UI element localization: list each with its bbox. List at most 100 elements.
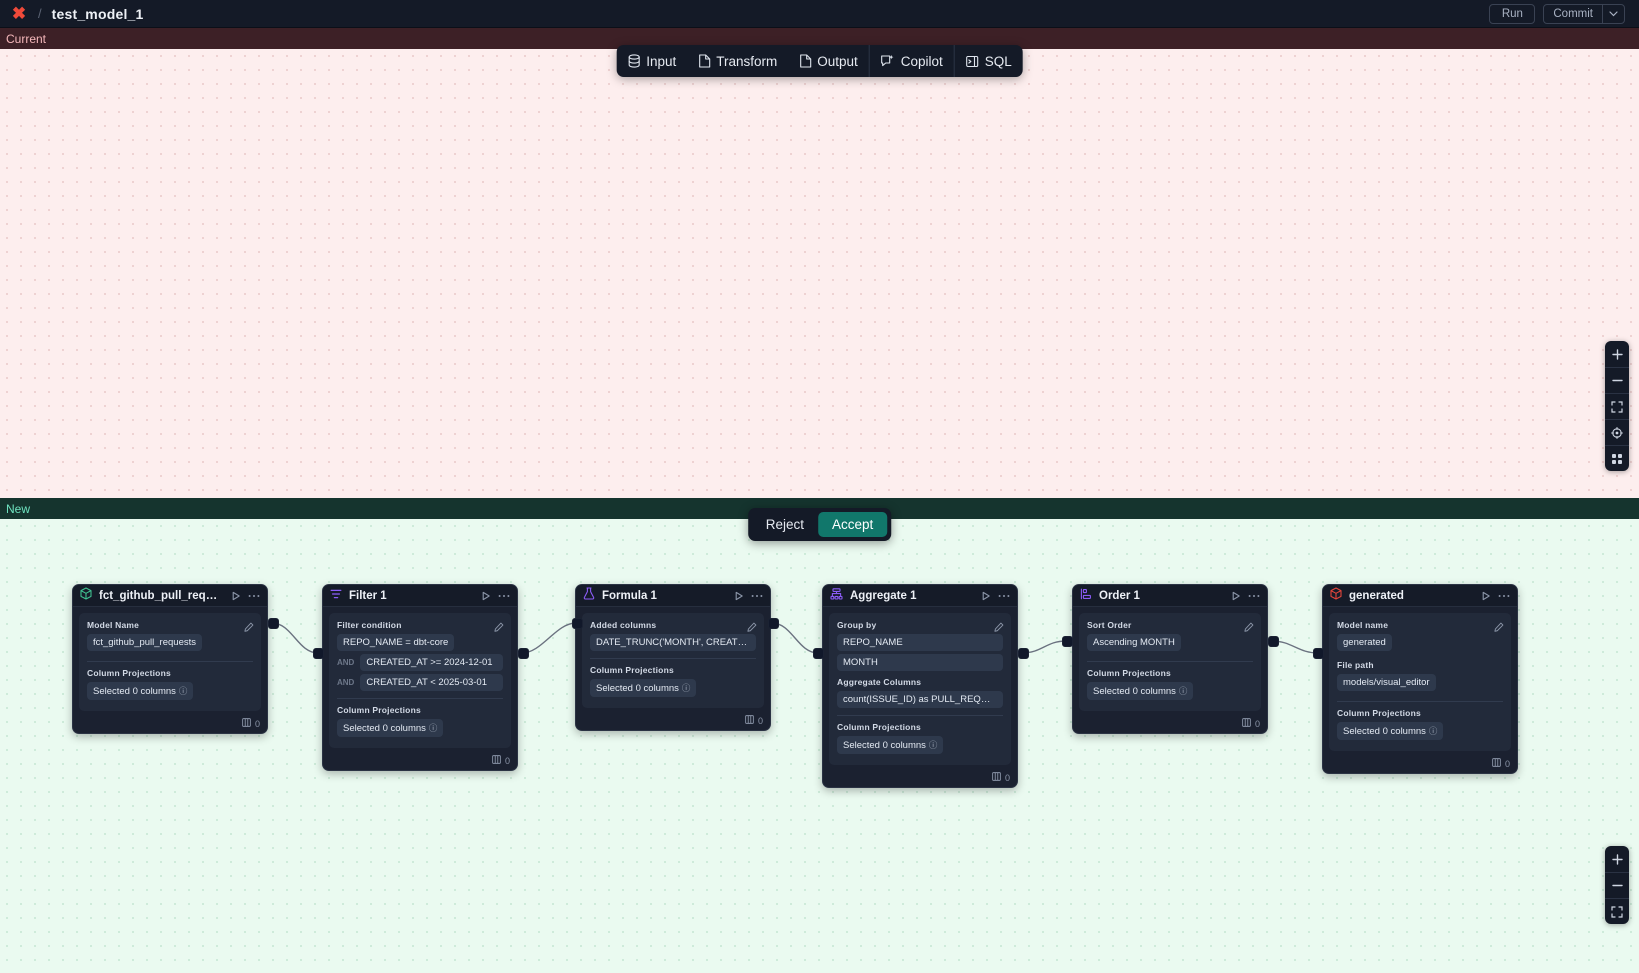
columns-icon [992, 772, 1001, 783]
play-icon[interactable] [1231, 591, 1241, 601]
more-horizontal-icon[interactable] [751, 594, 763, 598]
sort-order-chip[interactable]: Ascending MONTH [1087, 634, 1181, 651]
field-label: Column Projections [337, 705, 421, 715]
fit-to-screen-icon[interactable] [1605, 898, 1629, 924]
port-out-filter1[interactable] [518, 648, 529, 659]
port-in-aggregate1[interactable] [813, 648, 824, 659]
pencil-icon[interactable] [494, 619, 504, 637]
value-chip[interactable]: fct_github_pull_requests [87, 634, 202, 651]
node-title: Formula 1 [602, 589, 657, 602]
node-formula-1[interactable]: Formula 1 Added columns DATE_TRUNC('MONT… [575, 584, 771, 731]
file-path-chip[interactable]: models/visual_editor [1337, 674, 1436, 691]
model-name-chip[interactable]: generated [1337, 634, 1392, 651]
port-out-source[interactable] [268, 618, 279, 629]
info-icon[interactable]: ⓘ [928, 740, 938, 750]
play-icon[interactable] [481, 591, 491, 601]
node-footer: 0 [1323, 757, 1517, 773]
play-icon[interactable] [734, 591, 744, 601]
play-icon[interactable] [981, 591, 991, 601]
top-bar: ✖ / test_model_1 Run Commit [0, 0, 1639, 28]
divider [87, 661, 253, 662]
filter-condition-chip[interactable]: CREATED_AT < 2025-03-01 [360, 674, 503, 691]
node-footer: 0 [73, 717, 267, 733]
port-in-formula1[interactable] [572, 618, 583, 629]
commit-button[interactable]: Commit [1553, 7, 1593, 20]
aggregate-columns-chip[interactable]: count(ISSUE_ID) as PULL_REQUEST_... [837, 691, 1003, 708]
divider [837, 715, 1003, 716]
grid-layout-icon[interactable] [1605, 445, 1629, 471]
info-icon[interactable]: ⓘ [1428, 726, 1438, 736]
pencil-icon[interactable] [1244, 619, 1254, 637]
pencil-icon[interactable] [747, 619, 757, 637]
more-horizontal-icon[interactable] [498, 594, 510, 598]
tab-input[interactable]: Input [616, 45, 687, 77]
tab-copilot[interactable]: Copilot [868, 45, 954, 77]
port-in-order1[interactable] [1062, 636, 1073, 647]
node-title: Aggregate 1 [850, 589, 917, 602]
document-icon [799, 54, 811, 68]
port-out-formula1[interactable] [768, 618, 779, 629]
fit-to-screen-icon[interactable] [1605, 393, 1629, 419]
node-filter-1[interactable]: Filter 1 Filter condition REPO_NAME = db… [322, 584, 518, 771]
new-canvas[interactable]: fct_github_pull_requests Model Name fct_… [0, 519, 1639, 973]
more-horizontal-icon[interactable] [1498, 594, 1510, 598]
tab-transform[interactable]: Transform [687, 45, 788, 77]
filter-condition-row: AND CREATED_AT < 2025-03-01 [337, 674, 503, 691]
group-by-chip[interactable]: MONTH [837, 654, 1003, 671]
port-in-generated[interactable] [1313, 648, 1324, 659]
row-count: 0 [504, 755, 510, 766]
field-label: Sort Order [1087, 620, 1132, 630]
reject-button[interactable]: Reject [752, 512, 818, 537]
run-button[interactable]: Run [1489, 3, 1536, 24]
info-icon[interactable]: ⓘ [428, 723, 438, 733]
node-order-1[interactable]: Order 1 Sort Order Ascending MONTH C [1072, 584, 1268, 734]
added-columns-chip[interactable]: DATE_TRUNC('MONTH', CREATED_AT... [590, 634, 756, 651]
tab-sql-label: SQL [984, 53, 1012, 69]
cube-model-icon [80, 586, 92, 605]
recenter-target-icon[interactable] [1605, 419, 1629, 445]
node-generated[interactable]: generated Model name generated File path [1322, 584, 1518, 774]
info-icon[interactable]: ⓘ [681, 683, 691, 693]
chip-text: Selected 0 columns [343, 723, 426, 734]
node-title: Order 1 [1099, 589, 1140, 602]
zoom-out-icon[interactable] [1605, 872, 1629, 898]
pencil-icon[interactable] [994, 619, 1004, 637]
play-icon[interactable] [231, 591, 241, 601]
pencil-icon[interactable] [1494, 619, 1504, 637]
info-icon[interactable]: ⓘ [178, 686, 188, 696]
current-canvas[interactable] [0, 49, 1639, 498]
more-horizontal-icon[interactable] [998, 594, 1010, 598]
group-by-chip[interactable]: REPO_NAME [837, 634, 1003, 651]
port-out-aggregate1[interactable] [1018, 648, 1029, 659]
node-fct-github-pull-requests[interactable]: fct_github_pull_requests Model Name fct_… [72, 584, 268, 734]
node-aggregate-1[interactable]: Aggregate 1 Group by REPO_NAME MONTH [822, 584, 1018, 788]
port-out-order1[interactable] [1268, 636, 1279, 647]
node-title: fct_github_pull_requests [99, 589, 224, 602]
zoom-in-icon[interactable] [1605, 341, 1629, 367]
accept-button[interactable]: Accept [817, 512, 888, 537]
columns-icon [1492, 758, 1501, 769]
zoom-out-icon[interactable] [1605, 367, 1629, 393]
filter-condition-chip[interactable]: REPO_NAME = dbt-core [337, 634, 455, 651]
port-in-filter1[interactable] [313, 648, 324, 659]
row-count: 0 [757, 715, 763, 726]
divider [1337, 701, 1503, 702]
info-icon[interactable]: ⓘ [1178, 686, 1188, 696]
tab-sql[interactable]: SQL [953, 45, 1023, 77]
pencil-icon[interactable] [244, 619, 254, 637]
zoom-in-icon[interactable] [1605, 846, 1629, 872]
tab-output[interactable]: Output [788, 45, 869, 77]
filter-condition-chip[interactable]: CREATED_AT >= 2024-12-01 [360, 654, 503, 671]
more-horizontal-icon[interactable] [248, 594, 260, 598]
app-logo-icon[interactable]: ✖ [11, 4, 27, 23]
chevron-down-icon[interactable] [1602, 4, 1624, 23]
new-pane: New [0, 498, 1639, 973]
play-icon[interactable] [1481, 591, 1491, 601]
more-horizontal-icon[interactable] [1248, 594, 1260, 598]
